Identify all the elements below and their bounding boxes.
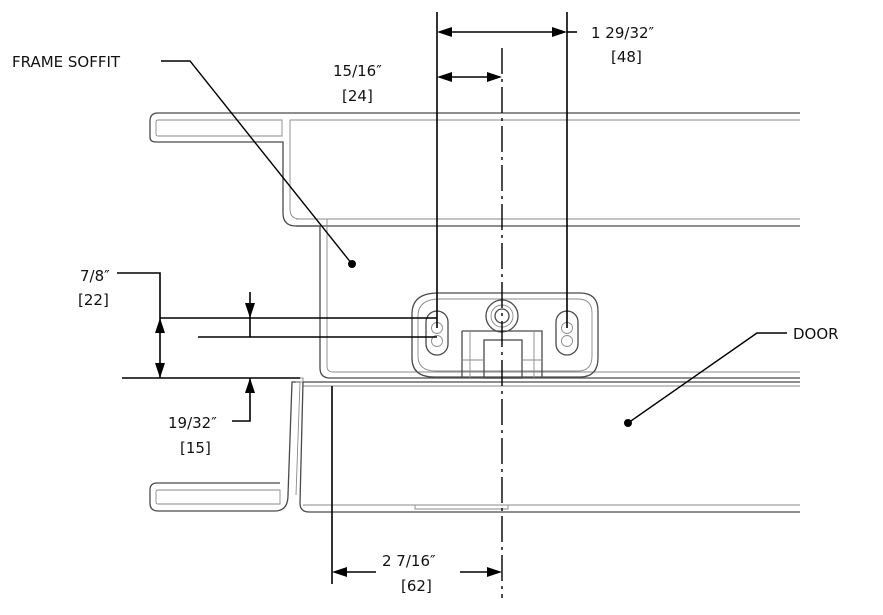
hinge-body — [411, 292, 599, 379]
callout-frame-soffit-label: FRAME SOFFIT — [12, 53, 121, 71]
dimension-vertical-left-imperial: 7/8″ — [80, 267, 110, 285]
dimension-bottom-metric: [62] — [401, 577, 432, 595]
dimension-vertical-lower-imperial: 19/32″ — [168, 414, 217, 432]
dimension-top-overall: 1 29/32″ [48] — [437, 24, 655, 66]
callout-frame-soffit: FRAME SOFFIT — [12, 53, 356, 268]
callout-door-label: DOOR — [793, 325, 839, 343]
dimension-vertical-left-metric: [22] — [78, 291, 109, 309]
door-profile — [299, 381, 800, 513]
callout-door: DOOR — [624, 325, 839, 427]
dimension-top-overall-metric: [48] — [611, 48, 642, 66]
dimension-top-offset-metric: [24] — [342, 87, 373, 105]
extension-lines — [122, 12, 568, 584]
dimension-bottom-imperial: 2 7/16″ — [382, 552, 436, 570]
frame-soffit-profile — [149, 112, 800, 512]
dimension-vertical-lower-metric: [15] — [180, 439, 211, 457]
dimension-bottom: 2 7/16″ [62] — [332, 552, 502, 595]
dimension-top-overall-imperial: 1 29/32″ — [591, 24, 655, 42]
dimension-vertical-left: 7/8″ [22] — [78, 267, 165, 378]
dimension-top-offset: 15/16″ [24] — [333, 62, 502, 105]
dimension-hole-offset — [245, 292, 255, 337]
dimension-top-offset-imperial: 15/16″ — [333, 62, 382, 80]
dimension-vertical-lower: 19/32″ [15] — [168, 378, 255, 457]
